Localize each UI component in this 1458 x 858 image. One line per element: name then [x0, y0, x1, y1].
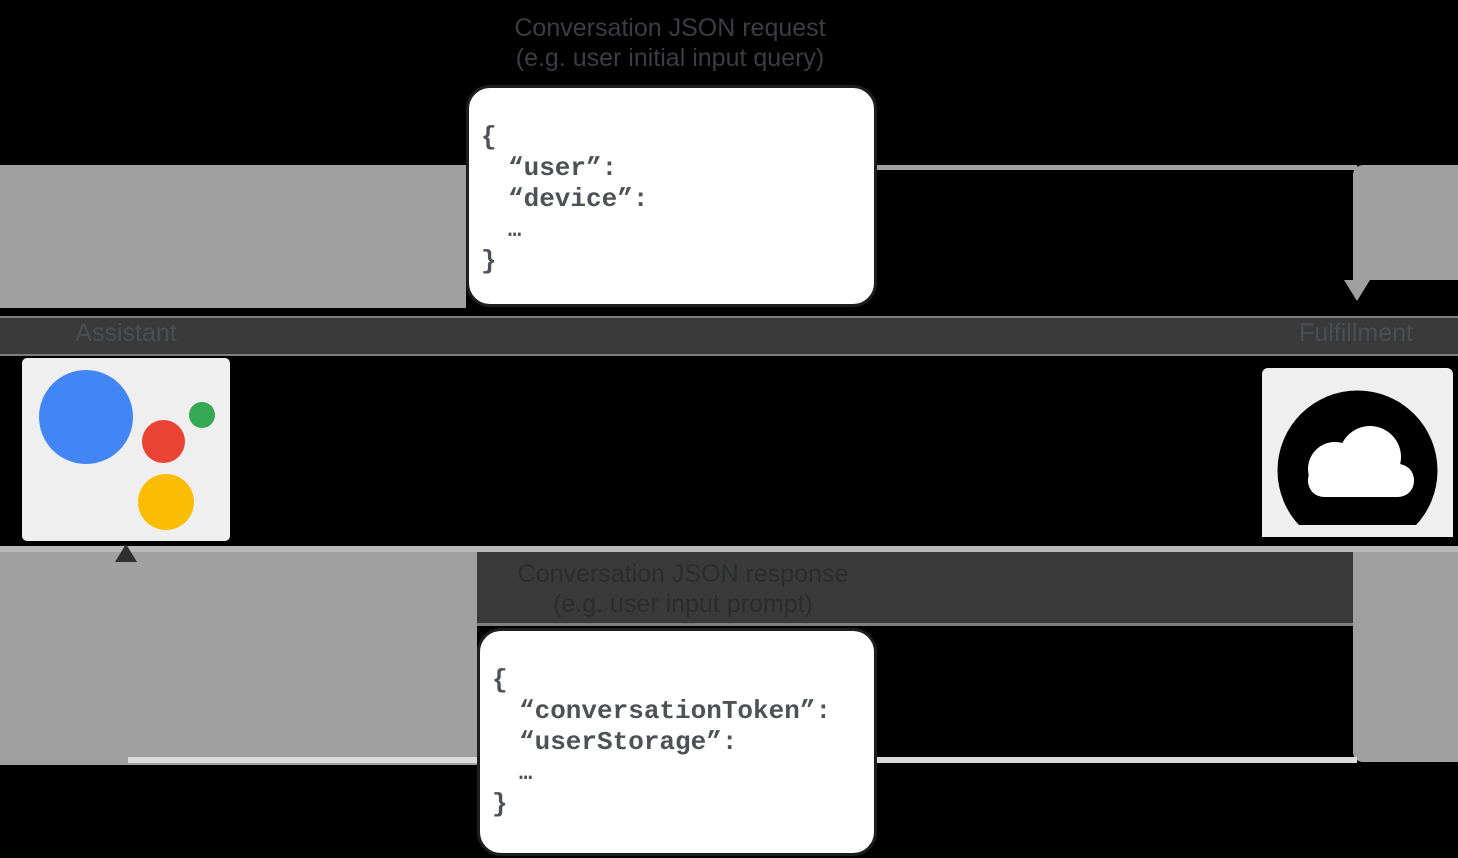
request-arrow-ribbon-right	[1353, 165, 1458, 280]
code-line: “device”:	[508, 184, 649, 214]
icons-row-divider-line	[0, 546, 1458, 552]
response-arrowhead-up-icon	[115, 544, 137, 562]
code-line: …	[519, 761, 533, 786]
request-arrow-ribbon-left	[0, 165, 466, 308]
code-line: “user”:	[508, 153, 618, 183]
response-arrow-ribbon-left	[0, 552, 477, 765]
assistant-label: Assistant	[75, 319, 177, 347]
assistant-yellow-dot	[138, 474, 194, 530]
code-line: “conversationToken”:	[519, 696, 832, 726]
code-line: }	[492, 789, 508, 819]
request-json-snippet: { “user”: “device”: … }	[466, 85, 877, 307]
cloud-icon	[1262, 390, 1453, 537]
code-line: …	[508, 218, 522, 243]
code-line: “userStorage”:	[519, 727, 738, 757]
response-caption-band	[463, 552, 1357, 626]
request-caption: Conversation JSON request (e.g. user ini…	[460, 13, 880, 73]
request-caption-line1: Conversation JSON request	[514, 14, 826, 42]
fulfillment-tile	[1262, 368, 1453, 537]
response-caption-line2: (e.g. user input prompt)	[553, 590, 813, 618]
request-arrowhead-down-icon	[1344, 280, 1370, 301]
response-caption-line1: Conversation JSON response	[517, 560, 849, 588]
request-caption-line2: (e.g. user initial input query)	[515, 44, 825, 72]
assistant-tile	[22, 358, 230, 541]
fulfillment-label: Fulfillment	[1299, 319, 1413, 347]
assistant-blue-dot	[39, 370, 133, 464]
assistant-green-dot	[189, 402, 215, 428]
code-line: }	[481, 246, 497, 276]
response-json-snippet: { “conversationToken”: “userStorage”: … …	[477, 628, 877, 856]
response-caption: Conversation JSON response (e.g. user in…	[473, 559, 893, 619]
code-line: {	[481, 122, 497, 152]
code-line: {	[492, 665, 508, 695]
entity-label-band	[0, 316, 1458, 356]
response-arrow-ribbon-right	[1353, 552, 1458, 762]
assistant-red-dot	[142, 420, 185, 463]
